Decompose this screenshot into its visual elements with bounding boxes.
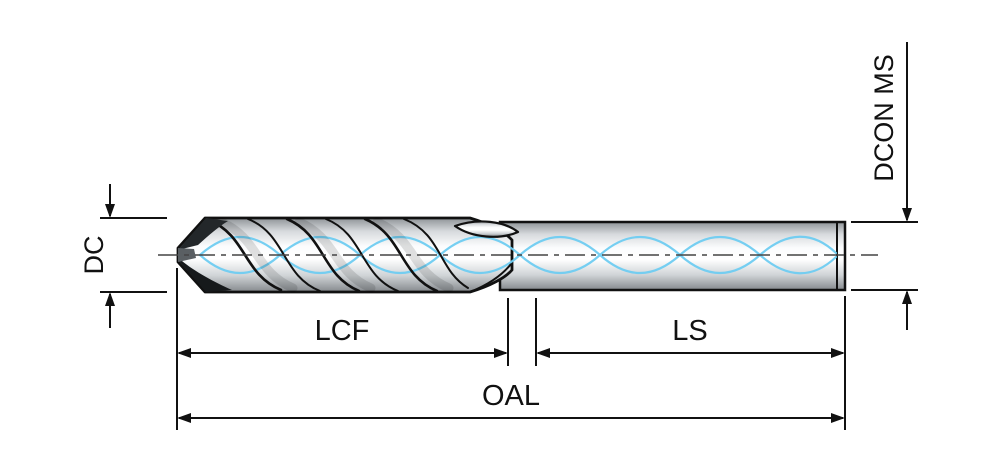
drill-shank xyxy=(498,220,847,292)
dcon-arrow-up xyxy=(902,290,912,304)
lcf-arrow-right xyxy=(494,348,508,358)
lcf-label: LCF xyxy=(315,315,370,347)
dc-arrow-up xyxy=(105,292,115,306)
dim-lcf xyxy=(176,268,509,430)
dimension-lines xyxy=(100,42,918,430)
oal-arrow-right xyxy=(831,413,845,423)
lcf-arrow-left xyxy=(177,348,191,358)
dcon-arrow-down xyxy=(902,208,912,222)
dim-dcon-ms xyxy=(851,42,918,330)
flute-runout-eye xyxy=(453,220,520,238)
ls-arrow-left xyxy=(536,348,550,358)
dc-arrow-down xyxy=(105,204,115,218)
oal-arrow-left xyxy=(177,413,191,423)
ls-arrow-right xyxy=(831,348,845,358)
flute-runout-curve xyxy=(469,263,512,293)
dim-oal xyxy=(177,296,846,430)
dc-label: DC xyxy=(79,236,109,275)
ls-label: LS xyxy=(672,315,707,347)
dcon-ms-label: DCON MS xyxy=(869,54,899,182)
dim-dc xyxy=(100,184,167,328)
oal-label: OAL xyxy=(482,380,540,412)
dim-ls xyxy=(535,298,845,366)
